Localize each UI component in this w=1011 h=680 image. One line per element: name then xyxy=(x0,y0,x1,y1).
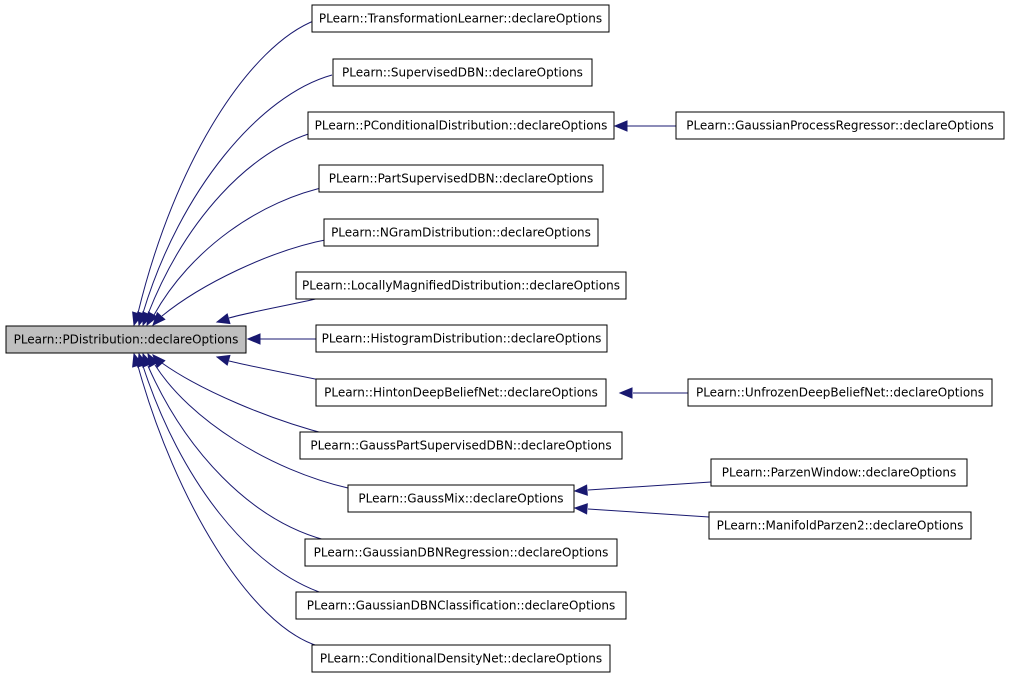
node-box xyxy=(323,218,599,247)
node-label: PLearn::LocallyMagnifiedDistribution::de… xyxy=(302,279,620,293)
caller-function-node[interactable]: PLearn::GaussianProcessRegressor::declar… xyxy=(675,111,1005,140)
node-box xyxy=(5,325,247,354)
call-edge xyxy=(153,185,331,316)
node-box xyxy=(675,111,1005,140)
caller-function-node[interactable]: PLearn::GaussMix::declareOptions xyxy=(347,484,575,513)
node-box xyxy=(687,378,993,407)
nodes-layer: PLearn::PDistribution::declareOptionsPLe… xyxy=(5,4,1005,673)
caller-function-node[interactable]: PLearn::LocallyMagnifiedDistribution::de… xyxy=(295,271,627,300)
node-label: PLearn::PartSupervisedDBN::declareOption… xyxy=(329,172,594,186)
caller-function-node[interactable]: PLearn::HistogramDistribution::declareOp… xyxy=(315,324,608,353)
caller-function-node[interactable]: PLearn::GaussianDBNClassification::decla… xyxy=(295,591,627,620)
arrowhead-icon xyxy=(573,503,588,515)
caller-function-node[interactable]: PLearn::ParzenWindow::declareOptions xyxy=(710,458,968,487)
node-box xyxy=(311,4,610,33)
node-label: PLearn::ManifoldParzen2::declareOptions xyxy=(717,519,964,533)
node-box xyxy=(710,458,968,487)
call-edge xyxy=(587,481,712,491)
node-label: PLearn::TransformationLearner::declareOp… xyxy=(319,12,602,26)
call-edge xyxy=(142,365,326,595)
arrowhead-icon xyxy=(246,333,261,345)
node-box xyxy=(318,164,604,193)
node-label: PLearn::ConditionalDensityNet::declareOp… xyxy=(320,652,602,666)
arrowhead-icon xyxy=(618,387,633,399)
node-box xyxy=(332,58,593,87)
call-edge xyxy=(228,360,321,381)
node-box xyxy=(299,431,623,460)
call-edge xyxy=(147,365,326,541)
node-box xyxy=(295,591,627,620)
caller-function-node[interactable]: PLearn::GaussianDBNRegression::declareOp… xyxy=(304,538,618,567)
caller-function-node[interactable]: PLearn::TransformationLearner::declareOp… xyxy=(311,4,610,33)
caller-function-node[interactable]: PLearn::NGramDistribution::declareOption… xyxy=(323,218,599,247)
caller-function-node[interactable]: PLearn::ManifoldParzen2::declareOptions xyxy=(708,511,972,540)
node-box xyxy=(347,484,575,513)
arrowhead-icon xyxy=(132,352,144,368)
node-label: PLearn::PConditionalDistribution::declar… xyxy=(315,119,608,133)
caller-function-node[interactable]: PLearn::PartSupervisedDBN::declareOption… xyxy=(318,164,604,193)
caller-function-node[interactable]: PLearn::GaussPartSupervisedDBN::declareO… xyxy=(299,431,623,460)
node-label: PLearn::NGramDistribution::declareOption… xyxy=(331,226,591,240)
call-edge xyxy=(228,297,321,319)
caller-function-node[interactable]: PLearn::PConditionalDistribution::declar… xyxy=(307,111,615,140)
node-box xyxy=(295,271,627,300)
node-label: PLearn::GaussMix::declareOptions xyxy=(358,492,563,506)
arrowhead-icon xyxy=(613,120,628,132)
call-edge xyxy=(587,508,710,518)
caller-function-node[interactable]: PLearn::ConditionalDensityNet::declareOp… xyxy=(311,644,611,673)
node-label: PLearn::SupervisedDBN::declareOptions xyxy=(342,66,583,80)
call-edge xyxy=(161,362,331,436)
call-edge xyxy=(147,131,316,315)
node-box xyxy=(315,378,607,407)
call-edge xyxy=(154,364,349,489)
node-box xyxy=(304,538,618,567)
caller-function-node[interactable]: PLearn::UnfrozenDeepBeliefNet::declareOp… xyxy=(687,378,993,407)
node-label: PLearn::HintonDeepBeliefNet::declareOpti… xyxy=(324,386,598,400)
call-edge xyxy=(137,365,319,647)
call-edge xyxy=(142,74,333,314)
caller-function-node[interactable]: PLearn::SupervisedDBN::declareOptions xyxy=(332,58,593,87)
node-box xyxy=(307,111,615,140)
edges-layer xyxy=(132,19,712,647)
call-edge xyxy=(161,238,331,317)
node-label: PLearn::GaussianProcessRegressor::declar… xyxy=(686,119,994,133)
call-edge xyxy=(137,19,317,314)
caller-function-node[interactable]: PLearn::HintonDeepBeliefNet::declareOpti… xyxy=(315,378,607,407)
node-label: PLearn::ParzenWindow::declareOptions xyxy=(722,466,957,480)
arrowhead-icon xyxy=(573,484,588,496)
node-box xyxy=(708,511,972,540)
arrowhead-icon xyxy=(146,311,159,327)
arrowhead-icon xyxy=(215,313,231,325)
node-label: PLearn::GaussPartSupervisedDBN::declareO… xyxy=(310,439,611,453)
node-box xyxy=(311,644,611,673)
node-label: PLearn::GaussianDBNRegression::declareOp… xyxy=(314,546,609,560)
arrowhead-icon xyxy=(152,311,166,326)
node-box xyxy=(315,324,608,353)
node-label: PLearn::GaussianDBNClassification::decla… xyxy=(307,599,616,613)
node-label: PLearn::HistogramDistribution::declareOp… xyxy=(322,332,602,346)
arrowhead-icon xyxy=(215,354,231,366)
node-label: PLearn::UnfrozenDeepBeliefNet::declareOp… xyxy=(696,386,984,400)
root-function-node[interactable]: PLearn::PDistribution::declareOptions xyxy=(5,325,247,354)
node-label: PLearn::PDistribution::declareOptions xyxy=(14,333,239,347)
